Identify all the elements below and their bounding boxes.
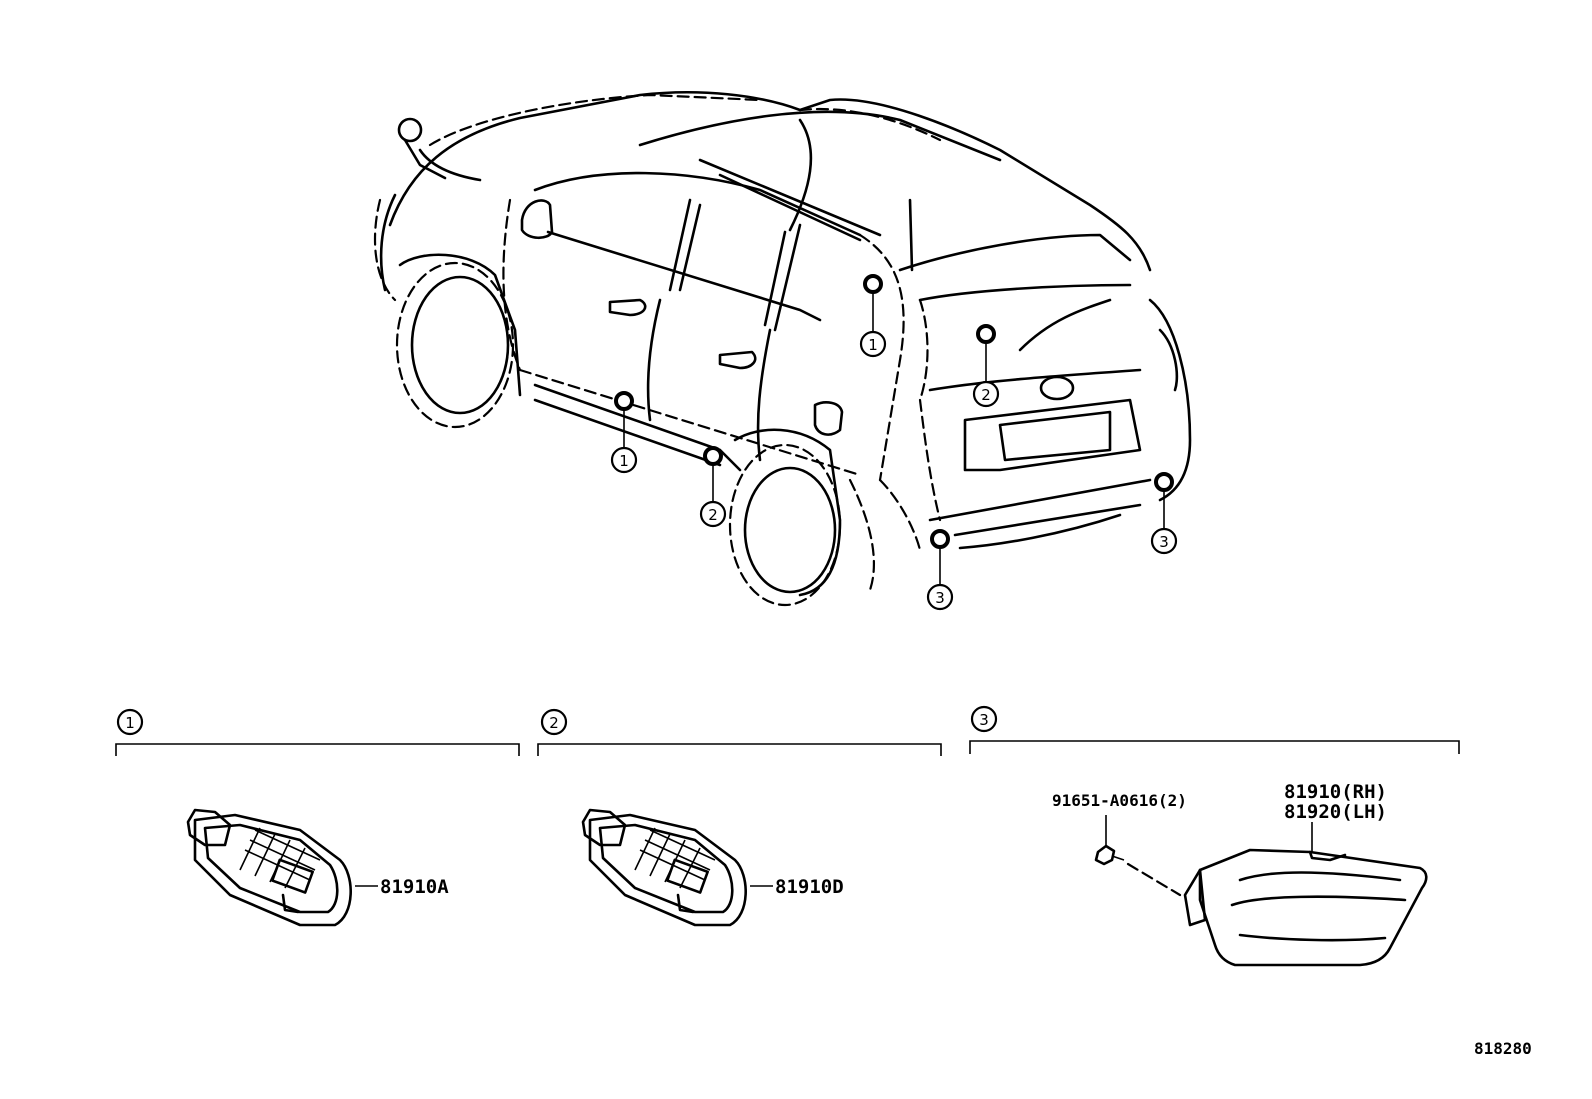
part-number-81910A: 81910A	[380, 876, 449, 898]
location-markers: 1 1 2 2 3 3	[610, 274, 1178, 611]
part-number-91651-A0616: 91651-A0616(2)	[1052, 791, 1187, 810]
group-2-bracket	[537, 743, 942, 756]
group-1-bracket	[115, 743, 520, 756]
callout-number-3a: 3	[935, 589, 945, 607]
callout-circle-1a	[859, 330, 887, 358]
callout-circle-1b	[610, 446, 638, 474]
sensor-81910D-drawing	[581, 808, 747, 927]
part-number-81910RH: 81910(RH)	[1284, 781, 1387, 803]
group-2-number: 2	[549, 714, 559, 732]
callout-circle-2a	[972, 380, 1000, 408]
location-ring-2a	[976, 324, 996, 344]
lamp-drawing	[1183, 848, 1428, 967]
callout-number-3b: 3	[1159, 533, 1169, 551]
group-3-circle	[970, 705, 998, 733]
group-2-circle	[540, 708, 568, 736]
screw-drawing	[1094, 844, 1125, 866]
sensor-81910A-drawing	[186, 808, 352, 927]
group-2: 2 81910D	[537, 708, 942, 927]
group-1-number: 1	[125, 714, 135, 732]
group-3-bracket	[969, 740, 1460, 754]
vehicle-illustration	[373, 91, 1192, 607]
group-1: 1 81910A	[115, 708, 520, 927]
group-3: 3 91651-A0616(2) 81910(RH) 81920(LH)	[969, 705, 1460, 967]
callout-number-2a: 2	[981, 386, 991, 404]
callout-number-1a: 1	[868, 336, 878, 354]
location-ring-3a	[930, 529, 950, 549]
group-1-circle	[116, 708, 144, 736]
callout-circle-3a	[926, 583, 954, 611]
callout-circle-2b	[699, 500, 727, 528]
group-3-number: 3	[979, 711, 989, 729]
diagram-id: 818280	[1474, 1039, 1532, 1058]
location-ring-3b	[1154, 472, 1174, 492]
location-ring-2b	[703, 446, 723, 466]
callout-number-2b: 2	[708, 506, 718, 524]
location-ring-1a	[863, 274, 883, 294]
callout-number-1b: 1	[619, 452, 629, 470]
location-ring-1b	[614, 391, 634, 411]
part-number-81910D: 81910D	[775, 876, 844, 898]
callout-circle-3b	[1150, 527, 1178, 555]
part-number-81920LH: 81920(LH)	[1284, 801, 1387, 823]
